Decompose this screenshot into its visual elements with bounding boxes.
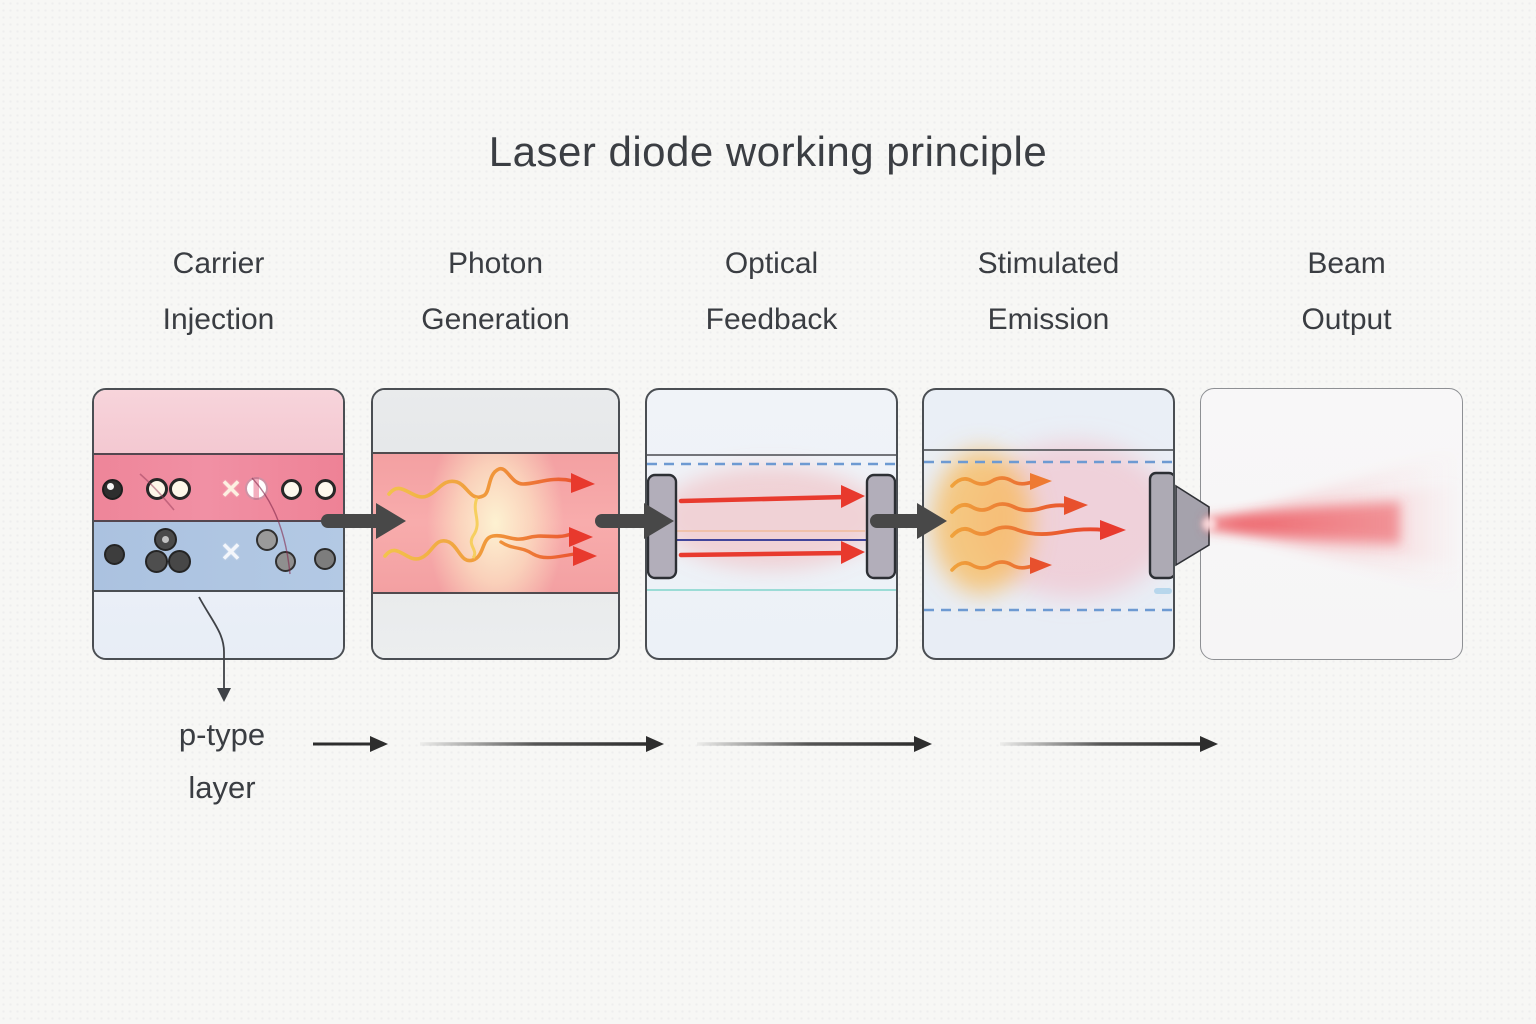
electron-particle xyxy=(145,550,168,573)
mirror-reflection-mark xyxy=(1154,588,1172,594)
photon-arrowhead xyxy=(569,527,593,547)
stage-label-stimulated-emission: Stimulated Emission xyxy=(922,236,1175,348)
stage-label-line: Feedback xyxy=(705,303,838,336)
hole-particle xyxy=(315,479,336,500)
feedback-arrow xyxy=(678,550,848,558)
stimulated-wave-arrow xyxy=(950,502,1070,514)
output-mirror xyxy=(1148,471,1173,580)
flow-arrow xyxy=(697,736,932,752)
diagram-title: Laser diode working principle xyxy=(488,128,1048,175)
annotation-line: p-type xyxy=(178,717,266,752)
stimulated-wave-arrow xyxy=(950,525,1106,538)
stage-label-photon-generation: Photon Generation xyxy=(371,236,620,348)
right-mirror xyxy=(865,473,896,580)
panel-carrier-injection: ✕ ✕ xyxy=(92,388,345,660)
feedback-arrow xyxy=(678,494,848,504)
stage-label-carrier-injection: Carrier Injection xyxy=(92,236,345,348)
stage-label-optical-feedback: Optical Feedback xyxy=(645,236,898,348)
stimulated-wave-arrow xyxy=(950,476,1034,488)
cladding-band xyxy=(373,390,618,452)
feedback-arrowhead xyxy=(841,485,865,508)
flow-arrow xyxy=(420,736,664,752)
wave-arrowhead xyxy=(1100,520,1126,540)
stage-label-line: Injection xyxy=(162,303,275,336)
particle-highlight xyxy=(162,536,169,543)
hole-particle xyxy=(169,478,191,500)
stimulated-emission-graphics xyxy=(924,442,1173,612)
wave-arrowhead xyxy=(1030,557,1052,574)
panel-beam-output xyxy=(1200,388,1463,660)
stage-label-line: Generation xyxy=(421,303,570,336)
stage-label-line: Output xyxy=(1301,303,1392,336)
photon-waves xyxy=(383,466,597,566)
annotation-line: layer xyxy=(188,770,256,805)
photon-arrowhead xyxy=(571,473,595,493)
stage-label-line: Stimulated xyxy=(977,247,1120,280)
flow-arrow xyxy=(1000,736,1218,752)
recombination-x-icon: ✕ xyxy=(220,537,242,567)
hole-particle xyxy=(146,478,168,500)
particle-highlight xyxy=(107,483,114,490)
p-type-layer-annotation: p-type layer xyxy=(132,708,312,814)
stage-label-line: Photon xyxy=(447,247,544,280)
electron-particle xyxy=(168,550,191,573)
panel-optical-feedback xyxy=(645,388,898,660)
cladding-band xyxy=(373,594,618,658)
left-mirror xyxy=(647,473,678,580)
electron-particle xyxy=(256,529,278,551)
stimulated-wave-arrow xyxy=(950,560,1034,572)
photon-arrowhead xyxy=(573,546,597,566)
wave-arrowhead xyxy=(1030,473,1052,490)
electron-particle xyxy=(275,551,296,572)
photon-wave xyxy=(499,540,577,560)
panel-stimulated-emission xyxy=(922,388,1175,660)
pump-glow xyxy=(932,450,1032,594)
n-type-band xyxy=(94,522,343,592)
stage-label-line: Optical xyxy=(724,247,819,280)
cavity-glow xyxy=(659,466,883,570)
electron-particle xyxy=(314,548,336,570)
photon-wave xyxy=(383,532,573,563)
panel-photon-generation xyxy=(371,388,620,660)
feedback-arrowhead xyxy=(841,541,865,564)
photon-wave xyxy=(387,466,575,500)
electron-particle xyxy=(154,528,177,551)
filled-hole-particle xyxy=(102,479,123,500)
electron-particle xyxy=(104,544,125,565)
recombining-hole-particle xyxy=(245,477,268,500)
stage-label-beam-output: Beam Output xyxy=(1215,236,1478,348)
hole-particle xyxy=(281,479,302,500)
flow-arrow xyxy=(313,736,388,752)
carrier-annotation-curves xyxy=(139,473,291,575)
stage-label-line: Emission xyxy=(987,303,1110,336)
stage-label-line: Carrier xyxy=(172,247,265,280)
optical-cavity-graphics xyxy=(647,454,896,591)
recombination-x-icon: ✕ xyxy=(220,474,242,504)
p-cladding-band xyxy=(94,390,343,453)
stage-label-line: Beam xyxy=(1307,247,1386,280)
wave-arrowhead xyxy=(1064,496,1088,515)
photon-spark xyxy=(469,497,479,559)
